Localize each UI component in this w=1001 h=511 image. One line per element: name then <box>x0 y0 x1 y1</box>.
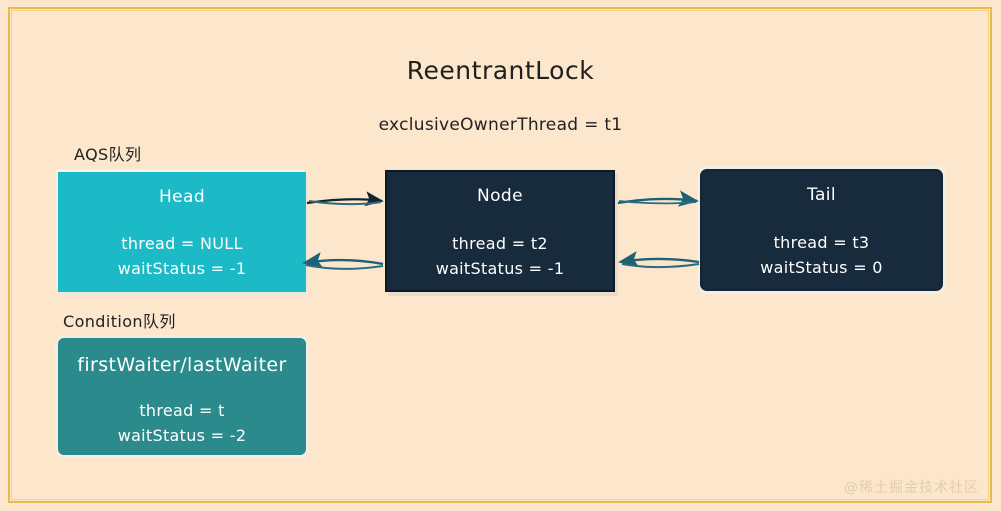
node-box-node[interactable]: Node thread = t2 waitStatus = -1 <box>385 170 615 292</box>
condition-queue-label: Condition队列 <box>63 312 176 331</box>
condition-waiter-title: firstWaiter/lastWaiter <box>77 354 287 376</box>
diagram-title: ReentrantLock <box>406 56 595 85</box>
condition-thread: thread = t <box>139 401 225 420</box>
node-node-waitstatus: waitStatus = -1 <box>435 259 565 278</box>
node-head-thread: thread = NULL <box>121 234 243 253</box>
node-node-thread: thread = t2 <box>452 234 548 253</box>
exclusive-owner-thread-label: exclusiveOwnerThread = t1 <box>378 115 623 135</box>
arrow-node-to-tail <box>617 190 699 207</box>
node-tail-waitstatus: waitStatus = 0 <box>760 258 883 277</box>
condition-waitstatus: waitStatus = -2 <box>117 426 247 445</box>
node-head-title: Head <box>158 187 206 207</box>
arrow-tail-to-node <box>618 251 700 268</box>
node-box-head[interactable]: Head thread = NULL waitStatus = -1 <box>58 172 306 292</box>
node-tail-thread: thread = t3 <box>773 233 870 252</box>
watermark: @稀土掘金技术社区 <box>844 480 979 496</box>
node-tail-title: Tail <box>806 185 837 205</box>
node-box-tail[interactable]: Tail thread = t3 waitStatus = 0 <box>700 169 943 291</box>
node-head-waitstatus: waitStatus = -1 <box>117 259 247 278</box>
arrow-node-to-head <box>302 252 384 270</box>
node-box-condition[interactable]: firstWaiter/lastWaiter thread = t waitSt… <box>58 338 306 455</box>
arrow-head-to-node <box>306 191 384 207</box>
aqs-queue-label: AQS队列 <box>74 145 142 164</box>
node-node-title: Node <box>477 186 523 206</box>
